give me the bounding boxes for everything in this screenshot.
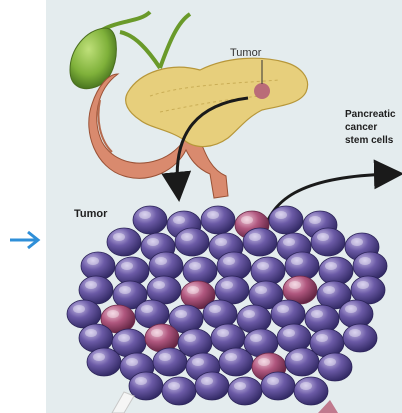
tumor-cell — [107, 228, 141, 256]
cell-highlight — [357, 281, 369, 289]
cell-highlight — [151, 329, 163, 337]
cell-highlight — [85, 329, 97, 337]
label-pancreatic-cancer-stem-cells: Pancreatic cancer stem cells — [345, 108, 402, 147]
cell-highlight — [141, 305, 153, 313]
cell-highlight — [300, 382, 312, 390]
tumor-cell — [87, 348, 121, 376]
cell-highlight — [316, 334, 328, 342]
left-margin — [0, 0, 46, 413]
cell-highlight — [201, 377, 213, 385]
cell-highlight — [181, 233, 193, 241]
tumor-cell — [228, 377, 262, 405]
label-tumor-cluster: Tumor — [74, 208, 107, 220]
cell-highlight — [323, 286, 335, 294]
tumor-cell — [79, 324, 113, 352]
cell-highlight — [217, 329, 229, 337]
cell-highlight — [249, 233, 261, 241]
cell-highlight — [87, 257, 99, 265]
cell-highlight — [153, 281, 165, 289]
tumor-cell — [261, 372, 295, 400]
label-tumor-pancreas: Tumor — [230, 47, 261, 59]
cell-highlight — [126, 358, 138, 366]
cell-highlight — [184, 334, 196, 342]
cell-highlight — [241, 216, 253, 224]
cell-highlight — [215, 238, 227, 246]
tumor-cell — [219, 348, 253, 376]
cell-highlight — [187, 286, 199, 294]
cell-highlight — [345, 305, 357, 313]
cell-highlight — [257, 262, 269, 270]
pancreas-tumor-spot — [254, 83, 270, 99]
cell-highlight — [291, 257, 303, 265]
tumor-cell — [343, 324, 377, 352]
cell-highlight — [291, 353, 303, 361]
cell-highlight — [135, 377, 147, 385]
cancer-stem-cell — [145, 324, 179, 352]
cell-highlight — [207, 211, 219, 219]
cell-highlight — [113, 233, 125, 241]
tumor-cell — [153, 348, 187, 376]
cell-highlight — [168, 382, 180, 390]
cell-highlight — [209, 305, 221, 313]
cell-highlight — [243, 310, 255, 318]
tumor-cell — [269, 206, 303, 234]
cell-highlight — [159, 353, 171, 361]
cell-highlight — [93, 353, 105, 361]
cell-highlight — [234, 382, 246, 390]
tumor-cell — [175, 228, 209, 256]
tumor-cell — [277, 324, 311, 352]
cell-highlight — [107, 310, 119, 318]
cell-highlight — [175, 310, 187, 318]
tumor-cell — [305, 305, 339, 333]
tumor-cell — [133, 206, 167, 234]
cell-highlight — [173, 216, 185, 224]
cell-highlight — [192, 358, 204, 366]
cell-highlight — [85, 281, 97, 289]
tumor-cell — [203, 300, 237, 328]
cell-highlight — [258, 358, 270, 366]
tumor-cell — [195, 372, 229, 400]
cell-highlight — [73, 305, 85, 313]
cell-highlight — [189, 262, 201, 270]
tumor-cell — [285, 348, 319, 376]
cell-highlight — [225, 353, 237, 361]
cell-highlight — [155, 257, 167, 265]
tumor-cell — [243, 228, 277, 256]
tumor-cell — [318, 353, 352, 381]
tumor-cell — [211, 324, 245, 352]
tumor-cell — [311, 228, 345, 256]
cell-highlight — [121, 262, 133, 270]
cell-highlight — [283, 329, 295, 337]
cell-highlight — [223, 257, 235, 265]
cell-highlight — [311, 310, 323, 318]
cell-highlight — [147, 238, 159, 246]
tumor-cell — [339, 300, 373, 328]
cell-highlight — [267, 377, 279, 385]
tumor-cell — [237, 305, 271, 333]
cell-highlight — [255, 286, 267, 294]
cell-highlight — [275, 211, 287, 219]
tumor-cell — [201, 206, 235, 234]
cell-highlight — [351, 238, 363, 246]
cell-highlight — [250, 334, 262, 342]
cell-highlight — [359, 257, 371, 265]
cell-highlight — [289, 281, 301, 289]
cell-highlight — [277, 305, 289, 313]
cell-highlight — [139, 211, 151, 219]
cell-highlight — [283, 238, 295, 246]
cell-highlight — [119, 286, 131, 294]
tumor-cell — [271, 300, 305, 328]
cell-highlight — [118, 334, 130, 342]
cell-highlight — [309, 216, 321, 224]
cell-highlight — [325, 262, 337, 270]
cell-highlight — [324, 358, 336, 366]
cell-highlight — [317, 233, 329, 241]
tumor-cell — [162, 377, 196, 405]
tumor-cell — [294, 377, 328, 405]
cell-highlight — [349, 329, 361, 337]
cell-highlight — [221, 281, 233, 289]
